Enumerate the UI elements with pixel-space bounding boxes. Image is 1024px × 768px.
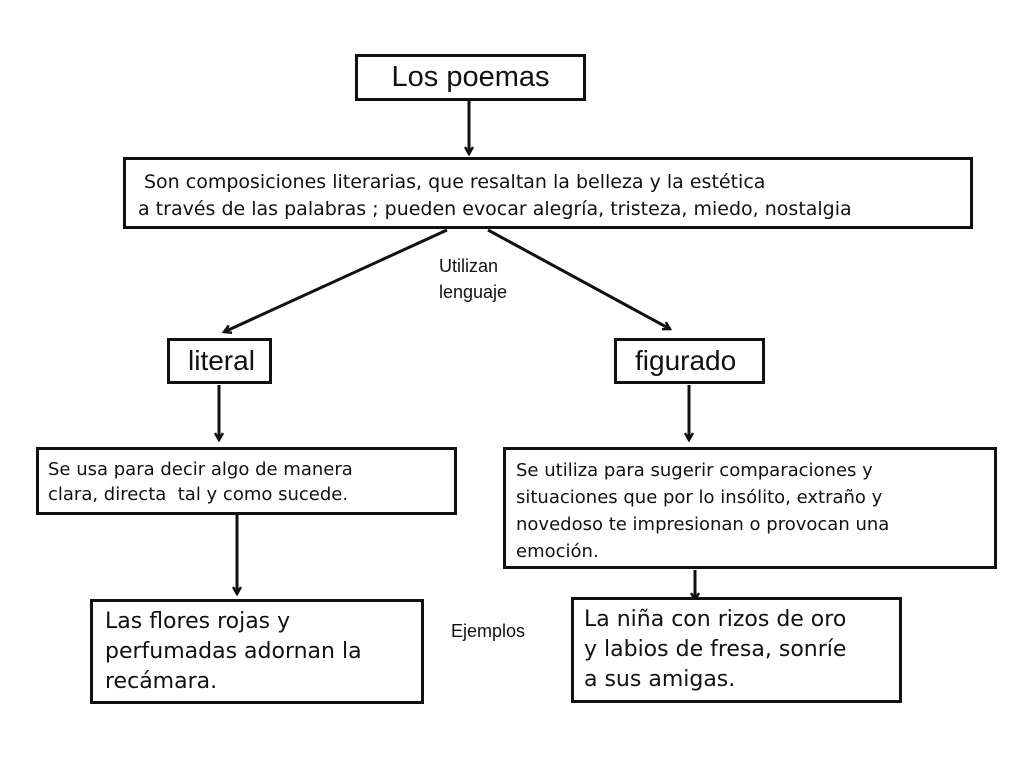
literal-node-label: literal [188, 345, 255, 376]
figurado-node-label: figurado [635, 345, 737, 376]
figurado-node: figurado [614, 338, 765, 384]
literal-description-line-1: Se usa para decir algo de manera [48, 459, 353, 480]
literal-example-line-1: Las flores rojas y [105, 609, 291, 634]
definition-line-2: a través de las palabras ; pueden evocar… [138, 198, 852, 220]
literal-description-line-2: clara, directa tal y como sucede. [48, 484, 349, 505]
figurado-example-node: La niña con rizos de oro y labios de fre… [571, 597, 902, 703]
relation-label-line-1: Utilizan [439, 256, 499, 276]
figurado-description-line-4: emoción. [516, 541, 599, 562]
figurado-description-line-3: novedoso te impresionan o provocan una [516, 514, 890, 535]
figurado-description-node: Se utiliza para sugerir comparaciones y … [503, 447, 997, 569]
arrow-definition-to-literal [224, 228, 448, 332]
relation-label: Utilizan lenguaje [439, 253, 507, 305]
literal-example-line-2: perfumadas adornan la [105, 639, 362, 664]
literal-description-node: Se usa para decir algo de manera clara, … [36, 447, 457, 515]
relation-label-line-2: lenguaje [439, 282, 508, 302]
arrow-definition-to-figurado [487, 228, 670, 329]
literal-example-node: Las flores rojas y perfumadas adornan la… [90, 599, 424, 704]
figurado-description-line-1: Se utiliza para sugerir comparaciones y [516, 460, 873, 481]
root-node: Los poemas [355, 54, 586, 101]
literal-example-line-3: recámara. [105, 669, 218, 694]
figurado-example-line-1: La niña con rizos de oro [584, 607, 847, 632]
figurado-description-line-2: situaciones que por lo insólito, extraño… [516, 487, 883, 508]
literal-node: literal [167, 338, 272, 384]
definition-node: Son composiciones literarias, que resalt… [123, 157, 973, 229]
figurado-example-line-2: y labios de fresa, sonríe [584, 637, 847, 662]
figurado-example-line-3: a sus amigas. [584, 667, 736, 692]
examples-label: Ejemplos [451, 621, 526, 641]
root-node-label: Los poemas [391, 61, 550, 93]
definition-line-1: Son composiciones literarias, que resalt… [144, 171, 766, 193]
